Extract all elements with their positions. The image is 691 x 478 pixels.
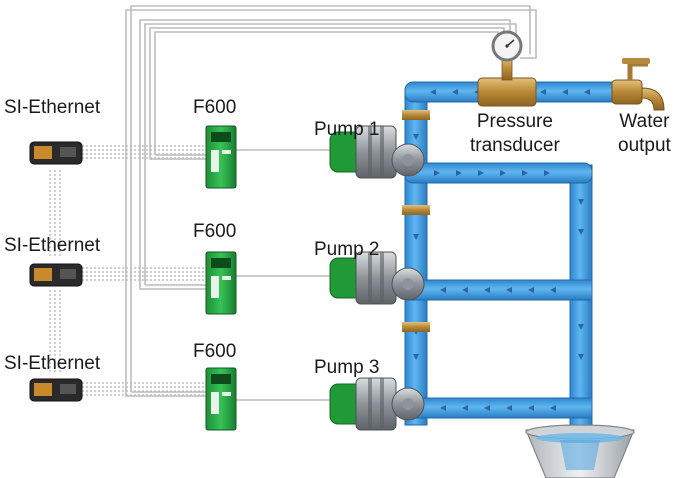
water-bucket-icon bbox=[525, 424, 635, 478]
water-output-line2: output bbox=[618, 134, 671, 156]
f600-label-1: F600 bbox=[193, 97, 237, 118]
pressure-gauge-icon bbox=[477, 30, 537, 107]
pressure-transducer-line2: transducer bbox=[470, 134, 560, 156]
f600-drive-3 bbox=[205, 367, 237, 431]
si-ethernet-label-2: SI-Ethernet bbox=[4, 235, 101, 256]
si-ethernet-module-2 bbox=[29, 263, 83, 287]
si-ethernet-module-3 bbox=[29, 378, 83, 402]
pump-label-1: Pump 1 bbox=[314, 119, 380, 140]
pressure-transducer-label: Pressure transducer bbox=[470, 110, 560, 158]
si-ethernet-module-1 bbox=[29, 141, 83, 165]
f600-drive-2 bbox=[205, 251, 237, 315]
pump-label-2: Pump 2 bbox=[314, 239, 380, 260]
pump-1 bbox=[329, 125, 425, 179]
si-ethernet-label-1: SI-Ethernet bbox=[4, 97, 101, 118]
water-output-line1: Water bbox=[619, 111, 670, 132]
pump-2 bbox=[329, 251, 425, 305]
f600-label-3: F600 bbox=[193, 341, 237, 362]
pump-3 bbox=[329, 377, 425, 431]
f600-drive-1 bbox=[205, 125, 237, 189]
signal-lines bbox=[125, 5, 537, 397]
si-ethernet-label-3: SI-Ethernet bbox=[4, 353, 101, 374]
motor-cables bbox=[234, 149, 330, 401]
water-tap-icon bbox=[611, 58, 665, 111]
water-output-label: Water output bbox=[618, 110, 671, 158]
pump-label-3: Pump 3 bbox=[314, 357, 380, 378]
ethernet-cables bbox=[49, 145, 206, 396]
f600-label-2: F600 bbox=[193, 221, 237, 242]
pressure-transducer-line1: Pressure bbox=[476, 111, 553, 132]
